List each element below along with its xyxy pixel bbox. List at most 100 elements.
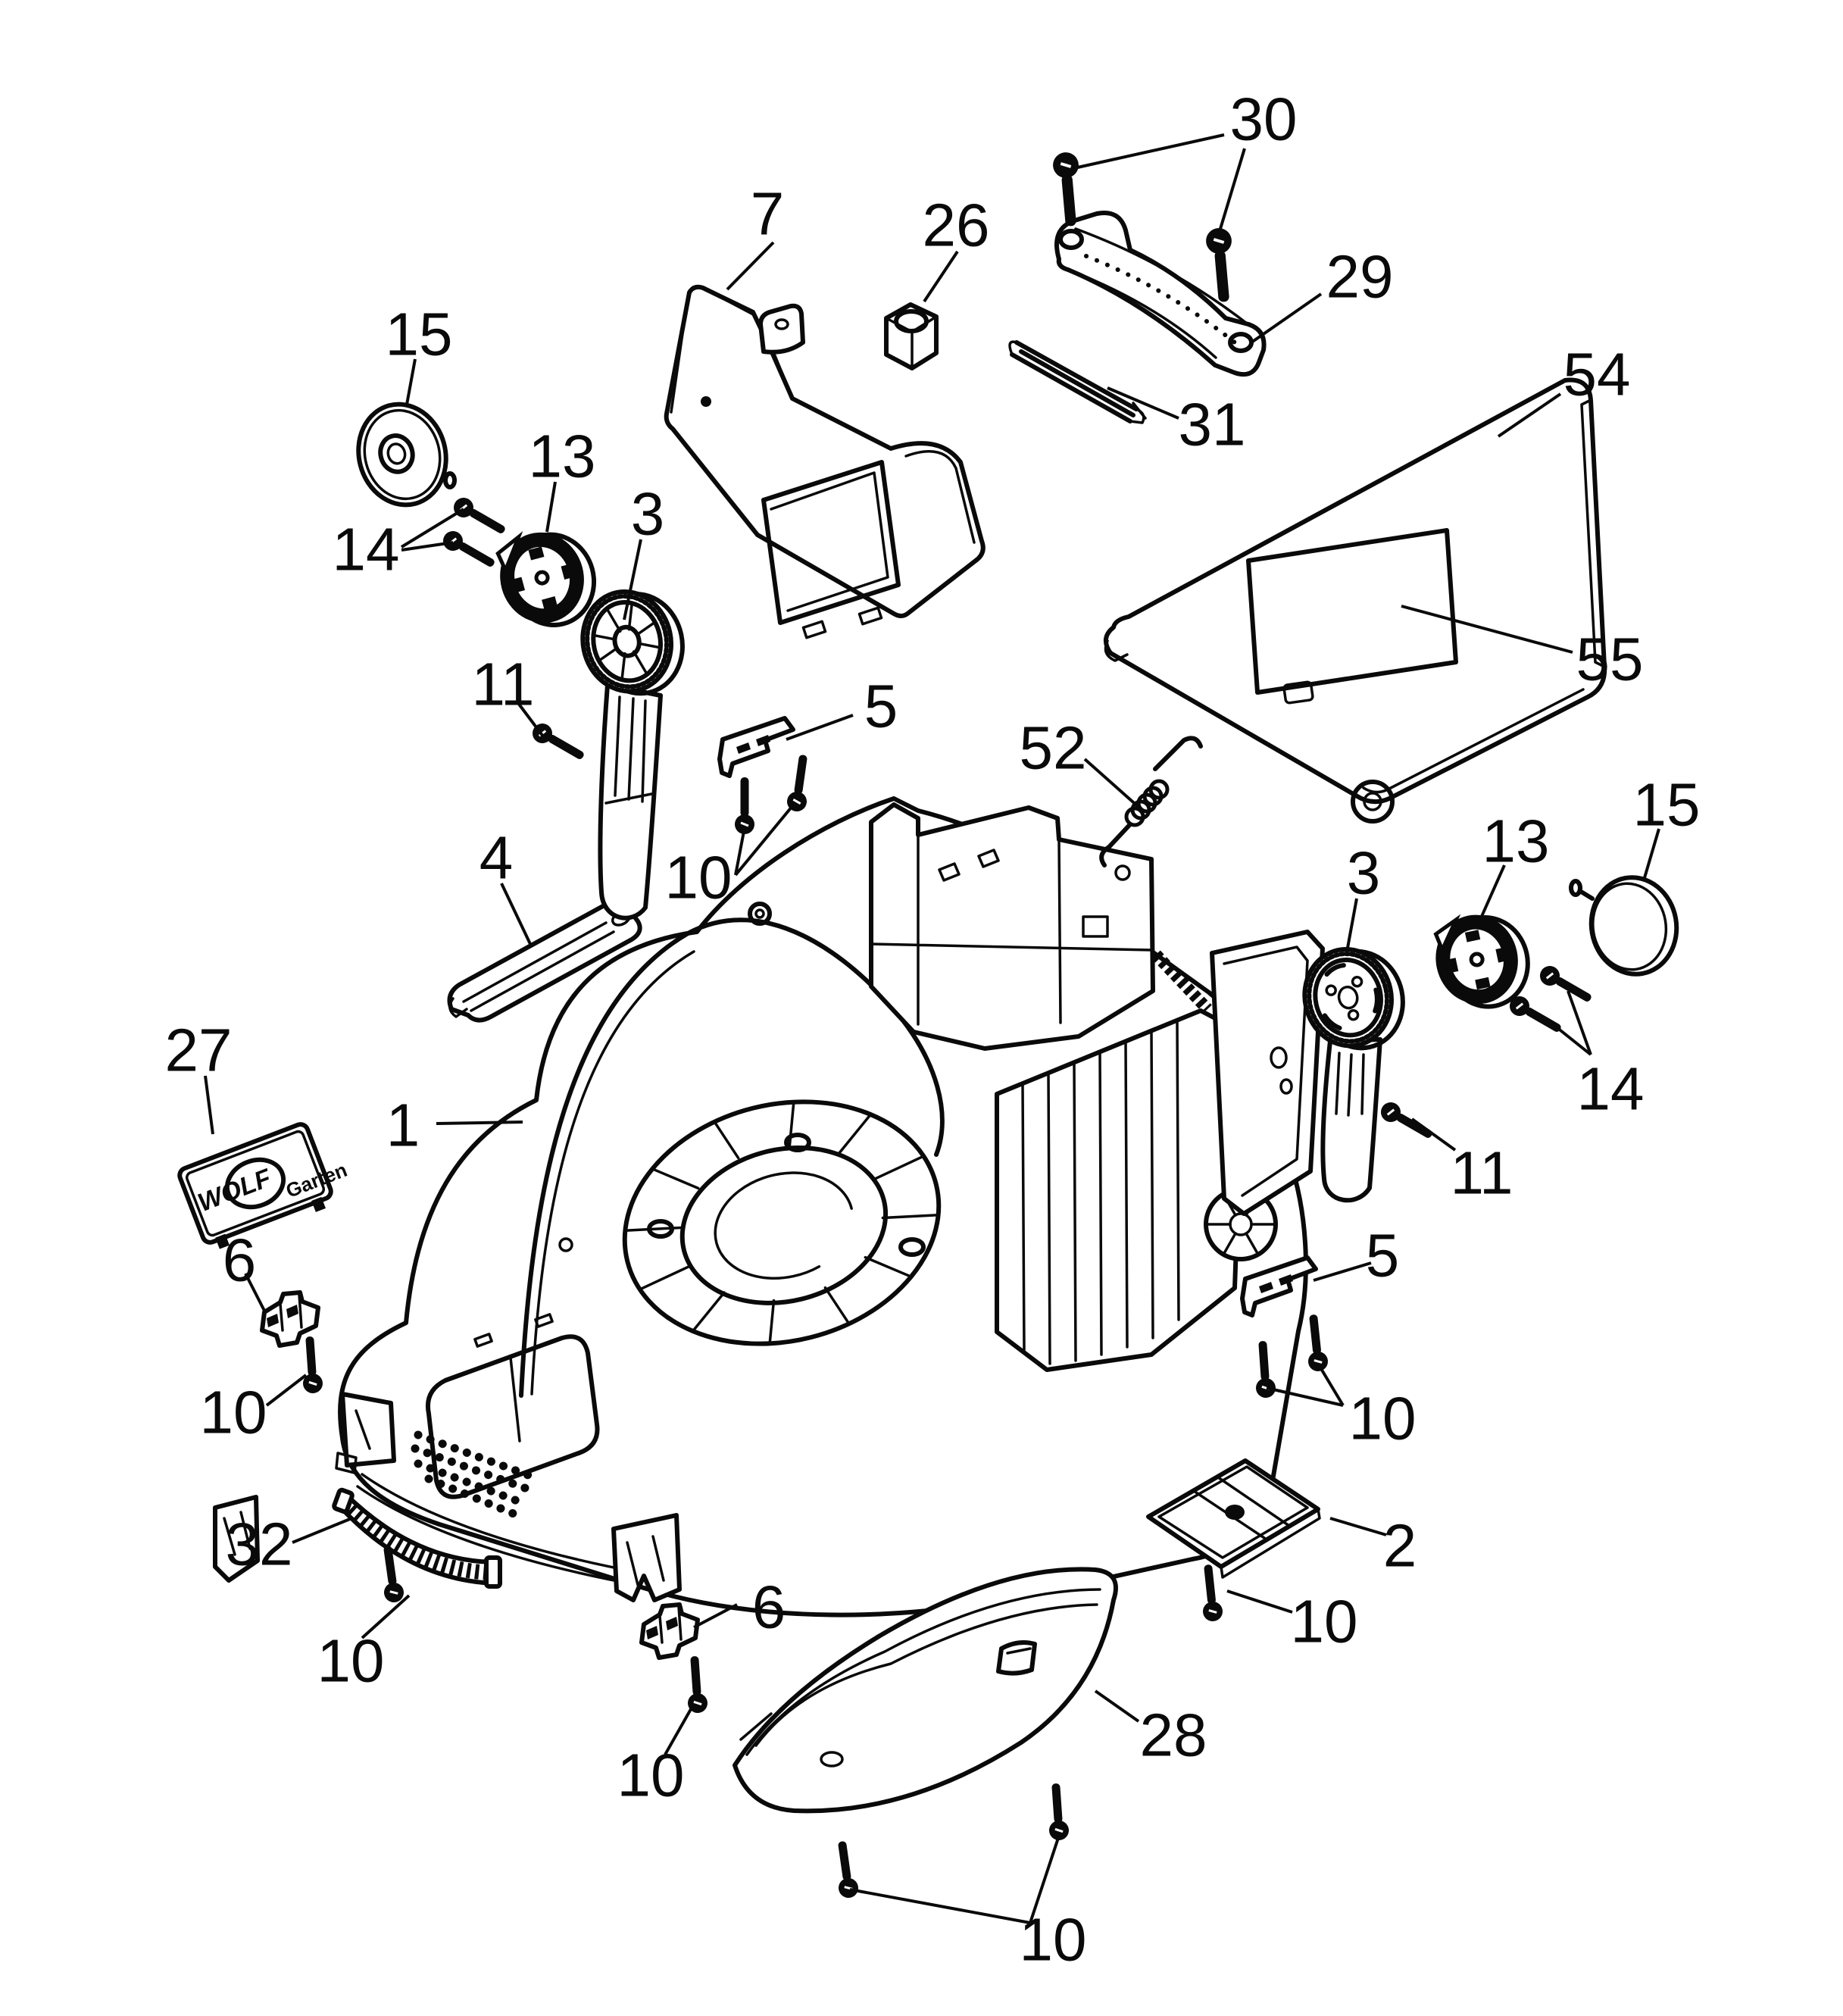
- leader-line-54: [1497, 392, 1562, 438]
- leader-line-10: [734, 805, 794, 877]
- leader-line-10: [1266, 1386, 1344, 1407]
- part-3-adjuster-left: [580, 589, 685, 920]
- leader-line-14: [401, 541, 454, 552]
- leader-line-30: [1217, 148, 1246, 237]
- part-31-strip: [1008, 340, 1147, 424]
- leader-line-10: [361, 1594, 411, 1639]
- leader-line-5: [1313, 1261, 1372, 1282]
- part-5-bracket-left: [720, 718, 793, 776]
- leader-line-30: [1073, 133, 1225, 170]
- leader-line-11: [517, 702, 545, 738]
- callout-label-54-4: 54: [1563, 341, 1631, 408]
- callout-label-1-21: 1: [386, 1092, 420, 1159]
- leader-line-14: [1567, 990, 1592, 1055]
- leader-line-55: [1401, 605, 1573, 654]
- part-52-spring: [1099, 736, 1203, 867]
- leader-line-2: [1329, 1517, 1387, 1536]
- part-15-wheel-cap-left: [356, 402, 457, 508]
- leader-line-15: [1642, 828, 1660, 881]
- part-54-rear-flap: [1104, 377, 1607, 824]
- leader-line-10: [1226, 1589, 1293, 1614]
- callout-label-11-22: 11: [1450, 1139, 1513, 1207]
- leader-line-4: [500, 883, 532, 945]
- leader-line-6: [693, 1603, 738, 1629]
- leader-line-52: [1083, 758, 1141, 809]
- callout-label-26-2: 26: [923, 192, 990, 259]
- blade-chamber: [622, 1099, 942, 1346]
- callout-label-5-24: 5: [1366, 1222, 1400, 1289]
- callout-label-5-11: 5: [864, 673, 898, 740]
- callout-label-15-18: 15: [1633, 771, 1701, 839]
- callout-label-6-23: 6: [223, 1227, 257, 1294]
- leader-line-14: [1544, 1017, 1592, 1056]
- leader-line-7: [726, 241, 775, 291]
- callout-label-10-15: 10: [665, 844, 733, 911]
- part-4-strip: [447, 899, 642, 1023]
- leader-line-10: [1029, 1833, 1061, 1924]
- part-3-adjuster-right: [1302, 946, 1405, 1203]
- callout-label-10-26: 10: [1349, 1385, 1417, 1452]
- leader-line-10: [1317, 1362, 1345, 1407]
- callout-label-32-27: 32: [226, 1511, 293, 1578]
- callout-label-3-8: 3: [631, 480, 665, 548]
- leader-line-10: [265, 1374, 308, 1407]
- leader-line-26: [923, 250, 959, 303]
- leader-line-10: [664, 1708, 692, 1755]
- part-11-screw-left: [527, 718, 589, 767]
- callout-label-6-29: 6: [752, 1574, 786, 1641]
- part-7-motor-cover: [664, 284, 986, 639]
- leader-line-29: [1250, 292, 1323, 344]
- callout-label-30-0: 30: [1230, 86, 1298, 153]
- leader-line-28: [1094, 1689, 1140, 1723]
- part-13-gear-right: [1433, 914, 1530, 1009]
- callout-label-10-30: 10: [317, 1627, 385, 1695]
- callout-label-10-34: 10: [1020, 1906, 1087, 1974]
- leader-line-10: [849, 1888, 1031, 1924]
- callout-label-10-25: 10: [200, 1379, 267, 1446]
- part-55-label-recess: [1246, 528, 1458, 705]
- callout-label-14-9: 14: [333, 516, 400, 583]
- leader-line-5: [786, 714, 854, 741]
- leader-line-13: [545, 481, 557, 533]
- leader-line-3: [623, 539, 642, 620]
- part-2-grid-plate: [1146, 1458, 1321, 1579]
- callout-label-14-19: 14: [1577, 1055, 1645, 1123]
- callout-label-10-31: 10: [1291, 1588, 1358, 1655]
- callout-label-31-6: 31: [1179, 391, 1246, 458]
- callout-label-13-17: 13: [1482, 808, 1550, 875]
- callout-label-11-10: 11: [471, 651, 534, 718]
- part-6-clip-bottom: [642, 1605, 698, 1658]
- callout-label-13-7: 13: [529, 423, 596, 490]
- leader-line-31: [1107, 386, 1179, 420]
- callout-label-15-5: 15: [386, 301, 453, 368]
- callout-label-55-12: 55: [1576, 626, 1644, 693]
- leader-line-13: [1479, 864, 1506, 920]
- callout-label-4-14: 4: [479, 824, 514, 892]
- leader-line-32: [292, 1517, 351, 1544]
- leader-line-3: [1345, 898, 1358, 957]
- callout-label-29-3: 29: [1326, 243, 1394, 311]
- leader-line-15: [405, 358, 417, 405]
- vent-dots: [411, 1430, 538, 1518]
- leader-line-14: [400, 508, 465, 549]
- part-13-gear-left: [495, 530, 597, 627]
- leader-line-11: [1410, 1117, 1457, 1152]
- callout-label-52-13: 52: [1020, 714, 1087, 782]
- leader-line-1: [436, 1121, 523, 1125]
- part-29-handle-bracket: [1054, 211, 1267, 377]
- callout-label-3-16: 3: [1347, 839, 1381, 907]
- leader-line-10: [734, 827, 746, 876]
- part-28-deflector: [733, 1567, 1118, 1814]
- part-14-screws-left: [438, 492, 511, 574]
- part-27-brand-badge: WOLF Garten: [177, 1122, 350, 1249]
- callout-label-2-28: 2: [1383, 1512, 1417, 1580]
- part-11-screw-right: [1376, 1097, 1438, 1146]
- callout-label-7-1: 7: [751, 180, 785, 248]
- part-15-wheel-cap-right: [1569, 875, 1679, 977]
- leader-line-27: [204, 1075, 214, 1135]
- leader-line-6: [244, 1273, 267, 1313]
- callout-label-10-33: 10: [617, 1742, 685, 1809]
